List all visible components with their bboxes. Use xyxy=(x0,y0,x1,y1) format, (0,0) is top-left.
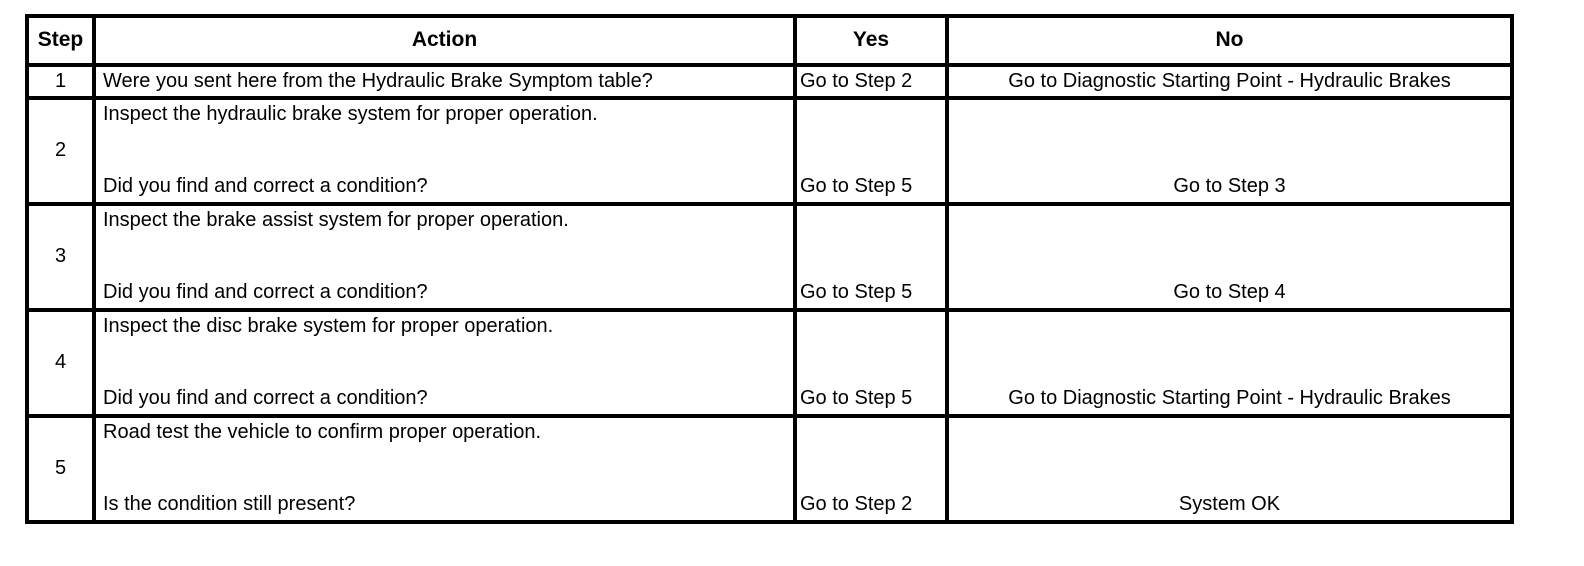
cell-yes: Go to Step 5 xyxy=(793,308,949,418)
cell-no: Go to Step 3 xyxy=(945,96,1514,206)
action-text-secondary: Did you find and correct a condition? xyxy=(103,175,428,198)
cell-step: 5 xyxy=(25,414,96,524)
cell-no: Go to Diagnostic Starting Point - Hydrau… xyxy=(945,63,1514,100)
table-row: 3 Inspect the brake assist system for pr… xyxy=(25,202,1514,312)
action-text-primary: Inspect the hydraulic brake system for p… xyxy=(103,103,598,125)
action-text-secondary: Did you find and correct a condition? xyxy=(103,387,428,410)
table-header: Step Action Yes No xyxy=(25,14,1514,67)
cell-step: 3 xyxy=(25,202,96,312)
cell-action: Inspect the brake assist system for prop… xyxy=(92,202,797,312)
column-header-no: No xyxy=(945,14,1514,67)
column-header-step: Step xyxy=(25,14,96,67)
cell-no: Go to Diagnostic Starting Point - Hydrau… xyxy=(945,308,1514,418)
table-body: 1 Were you sent here from the Hydraulic … xyxy=(25,63,1514,524)
action-text-secondary: Did you find and correct a condition? xyxy=(103,281,428,304)
table-row: 4 Inspect the disc brake system for prop… xyxy=(25,308,1514,418)
action-text-primary: Were you sent here from the Hydraulic Br… xyxy=(103,69,653,92)
column-header-action: Action xyxy=(92,14,797,67)
cell-no: System OK xyxy=(945,414,1514,524)
cell-yes: Go to Step 2 xyxy=(793,63,949,100)
table-row: 1 Were you sent here from the Hydraulic … xyxy=(25,63,1514,100)
cell-yes: Go to Step 5 xyxy=(793,202,949,312)
cell-step: 2 xyxy=(25,96,96,206)
table-row: 2 Inspect the hydraulic brake system for… xyxy=(25,96,1514,206)
table-row: 5 Road test the vehicle to confirm prope… xyxy=(25,414,1514,524)
cell-action: Road test the vehicle to confirm proper … xyxy=(92,414,797,524)
cell-yes: Go to Step 5 xyxy=(793,96,949,206)
cell-step: 1 xyxy=(25,63,96,100)
cell-action: Inspect the disc brake system for proper… xyxy=(92,308,797,418)
header-row: Step Action Yes No xyxy=(25,14,1514,67)
cell-action: Inspect the hydraulic brake system for p… xyxy=(92,96,797,206)
cell-step: 4 xyxy=(25,308,96,418)
action-text-secondary: Is the condition still present? xyxy=(103,493,356,516)
cell-yes: Go to Step 2 xyxy=(793,414,949,524)
hydraulic-brake-diagnostic-table: Step Action Yes No 1 Were you sent here … xyxy=(25,14,1514,524)
column-header-yes: Yes xyxy=(793,14,949,67)
cell-no: Go to Step 4 xyxy=(945,202,1514,312)
cell-action: Were you sent here from the Hydraulic Br… xyxy=(92,63,797,100)
action-text-primary: Inspect the disc brake system for proper… xyxy=(103,315,554,337)
action-text-primary: Road test the vehicle to confirm proper … xyxy=(103,421,542,443)
action-text-primary: Inspect the brake assist system for prop… xyxy=(103,209,569,231)
